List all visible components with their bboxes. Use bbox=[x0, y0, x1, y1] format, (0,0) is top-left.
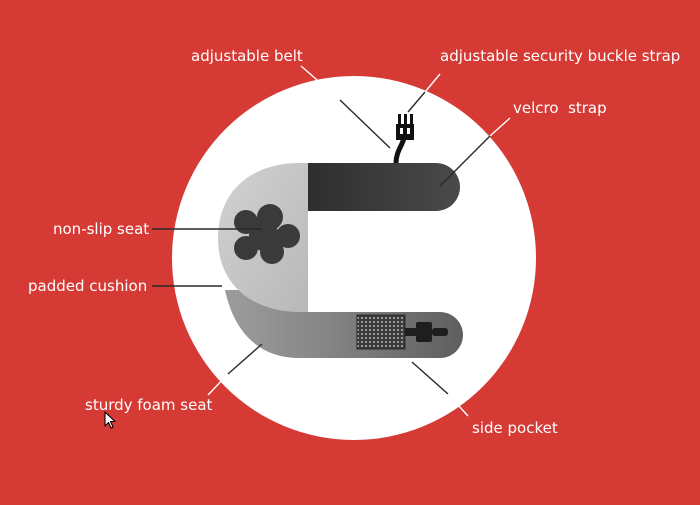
labels: adjustable belt adjustable security buck… bbox=[28, 47, 680, 437]
leader-adjustable-belt-outer bbox=[300, 65, 341, 101]
leader-buckle bbox=[407, 91, 426, 113]
leader-adjustable-belt bbox=[339, 99, 391, 149]
label-security-buckle-strap: adjustable security buckle strap bbox=[440, 47, 680, 65]
zipper-pull-icon bbox=[405, 322, 448, 342]
leader-velcro-outer bbox=[489, 117, 511, 137]
label-adjustable-belt: adjustable belt bbox=[191, 47, 303, 65]
leader-side-pocket-outer bbox=[447, 393, 469, 417]
leader-lines bbox=[152, 65, 511, 417]
label-sturdy-foam-seat: sturdy foam seat bbox=[85, 396, 213, 414]
leader-buckle-outer bbox=[424, 73, 441, 93]
label-side-pocket: side pocket bbox=[472, 419, 558, 437]
label-non-slip-seat: non-slip seat bbox=[53, 220, 149, 238]
leader-side-pocket bbox=[411, 361, 449, 395]
flower-shape-icon bbox=[234, 204, 300, 264]
mesh-pocket-icon bbox=[356, 314, 406, 350]
seat bbox=[218, 114, 463, 358]
leader-velcro bbox=[439, 135, 491, 187]
mouse-pointer-icon bbox=[104, 411, 116, 429]
velcro-strap-shape bbox=[308, 163, 460, 211]
leader-foam-seat-outer bbox=[207, 373, 229, 396]
buckle-icon bbox=[393, 114, 414, 164]
label-velcro-strap: velcro strap bbox=[513, 99, 607, 117]
leader-foam-seat bbox=[227, 343, 263, 375]
label-padded-cushion: padded cushion bbox=[28, 277, 147, 295]
